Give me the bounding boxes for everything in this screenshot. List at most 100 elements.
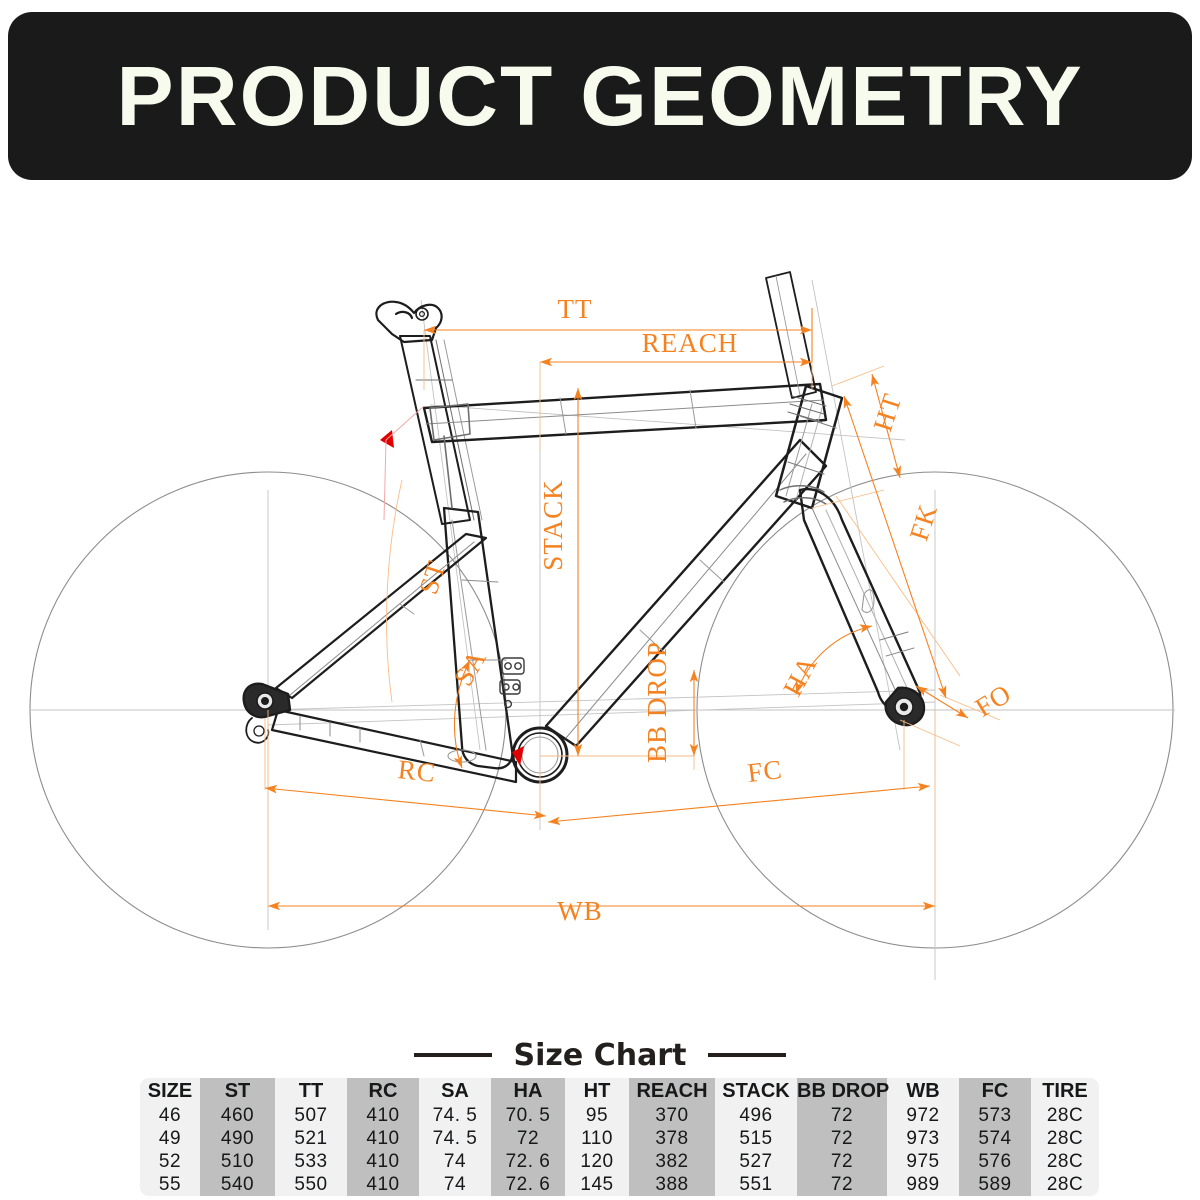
- table-header-wb: WB: [887, 1078, 959, 1104]
- table-cell-bb-drop: 72: [797, 1150, 887, 1173]
- table-header-rc: RC: [347, 1078, 419, 1104]
- dimension-reach: [540, 308, 813, 367]
- label-fo: FO: [970, 678, 1017, 723]
- rear-dropout: [242, 682, 292, 744]
- table-header-tt: TT: [275, 1078, 347, 1104]
- seatpost-head: [375, 300, 443, 344]
- fork-blade: [798, 487, 922, 716]
- size-chart-heading: Size Chart: [0, 1032, 1200, 1078]
- table-cell-st: 490: [200, 1127, 275, 1150]
- label-fk: FK: [904, 500, 944, 544]
- table-cell-ht: 120: [565, 1150, 629, 1173]
- table-cell-wb: 975: [887, 1150, 959, 1173]
- bike-diagram-svg: TT REACH HT FK FO STACK ST SA BB DROP HA…: [29, 271, 1175, 980]
- table-cell-st: 460: [200, 1104, 275, 1127]
- page-title: PRODUCT GEOMETRY: [116, 49, 1084, 143]
- table-header-tire: TIRE: [1031, 1078, 1099, 1104]
- table-cell-rc: 410: [347, 1104, 419, 1127]
- headset-spacers: [787, 395, 827, 423]
- table-cell-bb-drop: 72: [797, 1104, 887, 1127]
- seat-cluster: [429, 403, 471, 509]
- label-reach: REACH: [642, 328, 739, 358]
- table-cell-size: 49: [140, 1127, 200, 1150]
- table-cell-size: 55: [140, 1173, 200, 1196]
- table-cell-fc: 589: [959, 1173, 1031, 1196]
- table-header-sa: SA: [419, 1078, 491, 1104]
- table-cell-tire: 28C: [1031, 1150, 1099, 1173]
- table-cell-stack: 551: [715, 1173, 797, 1196]
- table-cell-reach: 382: [629, 1150, 715, 1173]
- table-cell-sa: 74: [419, 1150, 491, 1173]
- label-ht: HT: [867, 390, 907, 435]
- table-cell-sa: 74: [419, 1173, 491, 1196]
- dimension-fk: [843, 395, 947, 699]
- table-cell-reach: 378: [629, 1127, 715, 1150]
- frame-fittings: [499, 657, 525, 709]
- table-cell-st: 540: [200, 1173, 275, 1196]
- table-cell-ht: 110: [565, 1127, 629, 1150]
- table-header-stack: STACK: [715, 1078, 797, 1104]
- table-cell-reach: 388: [629, 1173, 715, 1196]
- table-cell-st: 510: [200, 1150, 275, 1173]
- table-cell-sa: 74. 5: [419, 1127, 491, 1150]
- table-cell-ha: 70. 5: [491, 1104, 565, 1127]
- table-cell-tire: 28C: [1031, 1173, 1099, 1196]
- table-cell-size: 52: [140, 1150, 200, 1173]
- label-st: ST: [413, 557, 452, 598]
- dimension-rc: [264, 784, 547, 820]
- front-dropout: [884, 686, 926, 727]
- red-arrow-bb: [512, 746, 524, 766]
- table-cell-ha: 72: [491, 1127, 565, 1150]
- table-cell-ha: 72. 6: [491, 1150, 565, 1173]
- table-cell-fc: 576: [959, 1150, 1031, 1173]
- product-geometry-banner: PRODUCT GEOMETRY: [8, 12, 1192, 180]
- fork-crown: [779, 485, 827, 505]
- seat-stay: [274, 532, 488, 700]
- dimension-ha-angle: [795, 624, 873, 695]
- table-cell-rc: 410: [347, 1173, 419, 1196]
- table-cell-tire: 28C: [1031, 1104, 1099, 1127]
- table-cell-stack: 527: [715, 1150, 797, 1173]
- label-fc: FC: [746, 754, 784, 788]
- table-cell-rc: 410: [347, 1127, 419, 1150]
- dimension-lines: [264, 308, 1001, 911]
- table-cell-size: 46: [140, 1104, 200, 1127]
- table-cell-fc: 574: [959, 1127, 1031, 1150]
- red-leader-lines: [383, 405, 425, 521]
- seat-post: [399, 335, 483, 525]
- label-bb-drop: BB DROP: [642, 641, 672, 763]
- table-cell-wb: 989: [887, 1173, 959, 1196]
- table-header-st: ST: [200, 1078, 275, 1104]
- table-cell-bb-drop: 72: [797, 1173, 887, 1196]
- label-wb: WB: [557, 896, 603, 926]
- label-tt: TT: [558, 294, 593, 324]
- heading-rule-right: [708, 1053, 787, 1057]
- table-cell-stack: 496: [715, 1104, 797, 1127]
- table-cell-ht: 145: [565, 1173, 629, 1196]
- table-cell-ha: 72. 6: [491, 1173, 565, 1196]
- table-cell-wb: 972: [887, 1104, 959, 1127]
- size-chart-title: Size Chart: [513, 1037, 687, 1073]
- table-cell-reach: 370: [629, 1104, 715, 1127]
- table-cell-ht: 95: [565, 1104, 629, 1127]
- dimension-st-line: [386, 479, 403, 703]
- table-cell-tt: 533: [275, 1150, 347, 1173]
- construction-lines: [30, 279, 1175, 980]
- table-cell-tt: 521: [275, 1127, 347, 1150]
- heading-rule-left: [413, 1053, 492, 1057]
- bike-geometry-diagram: TT REACH HT FK FO STACK ST SA BB DROP HA…: [0, 190, 1200, 1020]
- table-cell-tt: 550: [275, 1173, 347, 1196]
- table-header-reach: REACH: [629, 1078, 715, 1104]
- table-cell-tt: 507: [275, 1104, 347, 1127]
- table-cell-bb-drop: 72: [797, 1127, 887, 1150]
- table-header-ht: HT: [565, 1078, 629, 1104]
- table-header-bb-drop: BB DROP: [797, 1078, 890, 1104]
- table-cell-rc: 410: [347, 1150, 419, 1173]
- dimension-labels: TT REACH HT FK FO STACK ST SA BB DROP HA…: [396, 294, 1016, 926]
